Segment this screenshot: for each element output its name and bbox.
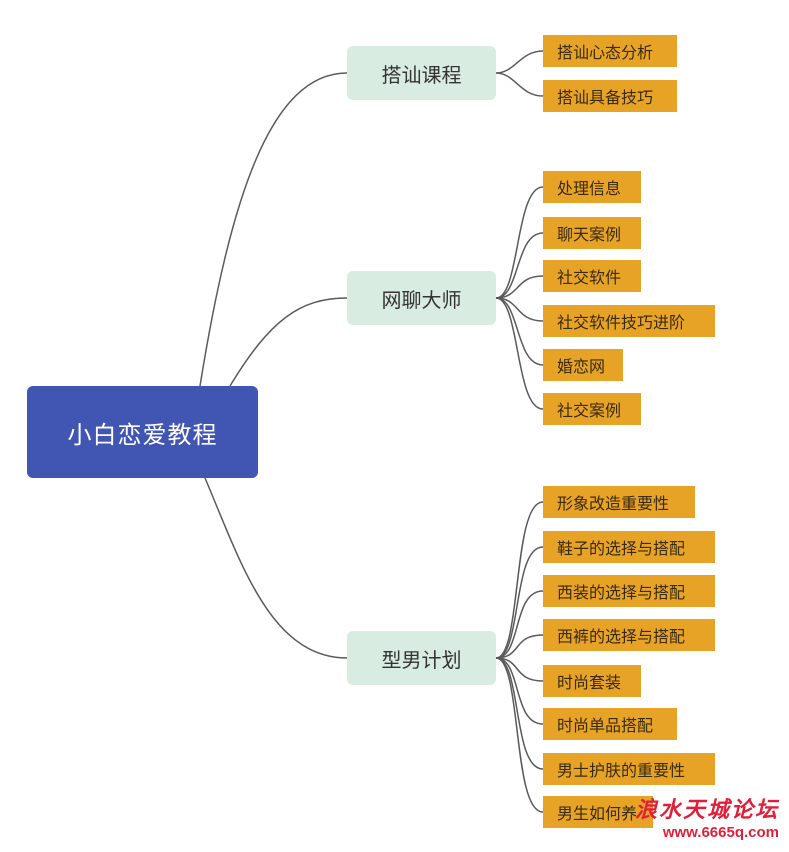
- branch-node-online-chat: 网聊大师: [347, 271, 496, 325]
- leaf-node: 时尚套装: [543, 665, 641, 697]
- connector-root-branch-1: [199, 72, 348, 387]
- leaf-label: 鞋子的选择与搭配: [557, 539, 686, 558]
- watermark-url: www.6665q.com: [662, 824, 779, 841]
- leaf-node: 西裤的选择与搭配: [543, 619, 715, 651]
- leaf-label: 社交案例: [557, 401, 622, 420]
- connector-root-branch-3: [204, 477, 348, 659]
- root-node: 小白恋爱教程: [27, 386, 258, 478]
- leaf-label: 社交软件技巧进阶: [557, 313, 686, 332]
- leaf-node: 搭讪心态分析: [543, 35, 677, 67]
- leaf-node: 男士护肤的重要性: [543, 753, 715, 785]
- leaf-node: 处理信息: [543, 171, 641, 203]
- branch-label: 型男计划: [381, 647, 462, 672]
- leaf-label: 男士护肤的重要性: [557, 761, 686, 780]
- watermark: 浪水天城论坛 www.6665q.com: [609, 792, 779, 844]
- leaf-label: 西裤的选择与搭配: [557, 627, 686, 646]
- leaf-label: 搭讪心态分析: [557, 43, 654, 62]
- leaf-node: 婚恋网: [543, 349, 623, 381]
- branch-label: 网聊大师: [381, 287, 462, 312]
- leaf-node: 男生如何养: [543, 796, 653, 828]
- leaf-node: 社交软件技巧进阶: [543, 305, 715, 337]
- leaf-node: 鞋子的选择与搭配: [543, 531, 715, 563]
- leaf-label: 社交软件: [557, 268, 622, 287]
- branch-node-style-plan: 型男计划: [347, 631, 496, 685]
- leaf-label: 时尚套装: [557, 673, 622, 692]
- leaf-label: 处理信息: [557, 179, 622, 198]
- leaf-node: 搭讪具备技巧: [543, 80, 677, 112]
- connector-root-branch-2: [229, 297, 348, 387]
- leaf-label: 搭讪具备技巧: [557, 88, 654, 107]
- leaf-node: 社交案例: [543, 393, 641, 425]
- root-label: 小白恋爱教程: [67, 420, 218, 449]
- leaf-label: 聊天案例: [557, 225, 622, 244]
- watermark-title: 浪水天城论坛: [634, 797, 779, 823]
- leaf-label: 时尚单品搭配: [557, 716, 654, 735]
- leaf-node: 形象改造重要性: [543, 486, 695, 518]
- leaf-label: 婚恋网: [557, 357, 606, 376]
- leaf-label: 形象改造重要性: [557, 494, 670, 513]
- branch-label: 搭讪课程: [381, 62, 462, 87]
- leaf-node: 聊天案例: [543, 217, 641, 249]
- leaf-node: 西装的选择与搭配: [543, 575, 715, 607]
- leaf-label: 男生如何养: [557, 804, 638, 823]
- leaf-node: 时尚单品搭配: [543, 708, 677, 740]
- leaf-node: 社交软件: [543, 260, 641, 292]
- leaf-label: 西装的选择与搭配: [557, 583, 686, 602]
- branch-node-pickup: 搭讪课程: [347, 46, 496, 100]
